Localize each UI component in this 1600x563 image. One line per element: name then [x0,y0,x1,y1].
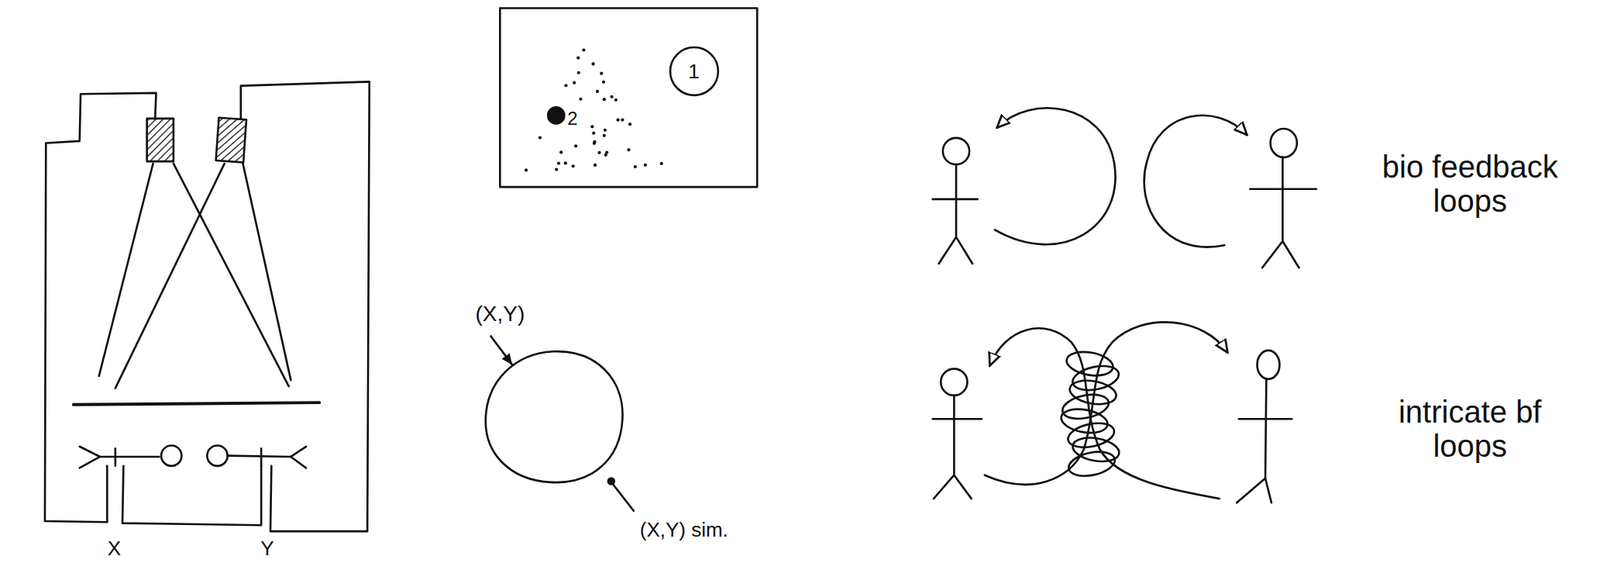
target-dot [547,106,565,124]
dot [604,153,608,157]
light-beam [99,163,292,389]
feedback-loop [989,327,1219,499]
display-frame [499,8,757,188]
leader-line [612,482,634,511]
coordinate-label: (X,Y) sim. [640,518,729,541]
callout-circle: 1 [668,45,720,97]
dot [602,80,606,84]
dot [577,71,581,75]
dot [590,124,594,128]
dot [620,118,624,122]
coil-turn [1070,433,1122,465]
stick-figure [932,137,978,264]
screen [73,402,320,405]
trajectory-circle [485,350,623,482]
dot [595,89,599,93]
stick-figure [1236,350,1292,503]
dot [564,83,568,87]
coordinate-label: (X,Y) [474,302,525,327]
feedback-loop [1144,115,1248,248]
leader-dot [608,478,615,485]
projector [147,117,247,163]
dot [538,135,542,139]
dot [559,150,563,154]
loop-coil [1059,348,1122,480]
dot [615,118,620,122]
dot [557,161,561,165]
dot [591,131,596,135]
callout-number: 2 [567,108,578,129]
signal-name: X [107,536,121,560]
dot [578,97,582,101]
stick-figure [932,368,982,499]
dot [609,95,613,99]
coil-turn [1066,447,1117,480]
dot [643,163,647,167]
dot [554,167,558,171]
dot [602,97,606,101]
coil-turn [1064,348,1115,379]
dot [571,164,575,168]
dot [591,61,595,66]
note: intricate bf loops [1367,394,1573,463]
dot [603,128,607,132]
dot [564,161,568,165]
note: bio feedback loops [1367,149,1573,218]
dot-cloud [524,48,664,172]
dot [633,165,637,169]
dot [597,151,601,155]
feedback-loop [994,107,1115,245]
stick-figure [1249,128,1317,268]
apparatus-housing [44,81,370,531]
dot [572,81,576,85]
dot [593,163,597,167]
dot [524,168,528,172]
feedback-loop [984,321,1228,484]
dot [576,56,580,60]
dot [574,144,578,148]
dot [602,134,606,138]
dot [626,147,630,152]
sensor-symbol [79,444,307,468]
signal-name: Y [260,536,274,560]
dot [614,98,618,102]
dot [628,122,632,126]
coil-turn [1067,376,1119,407]
dot [592,141,596,145]
callout-number: 1 [688,59,699,84]
leader-line [490,335,513,365]
dot [660,161,664,166]
coil-turn [1059,405,1110,436]
dot [599,72,603,76]
dot [581,48,585,52]
